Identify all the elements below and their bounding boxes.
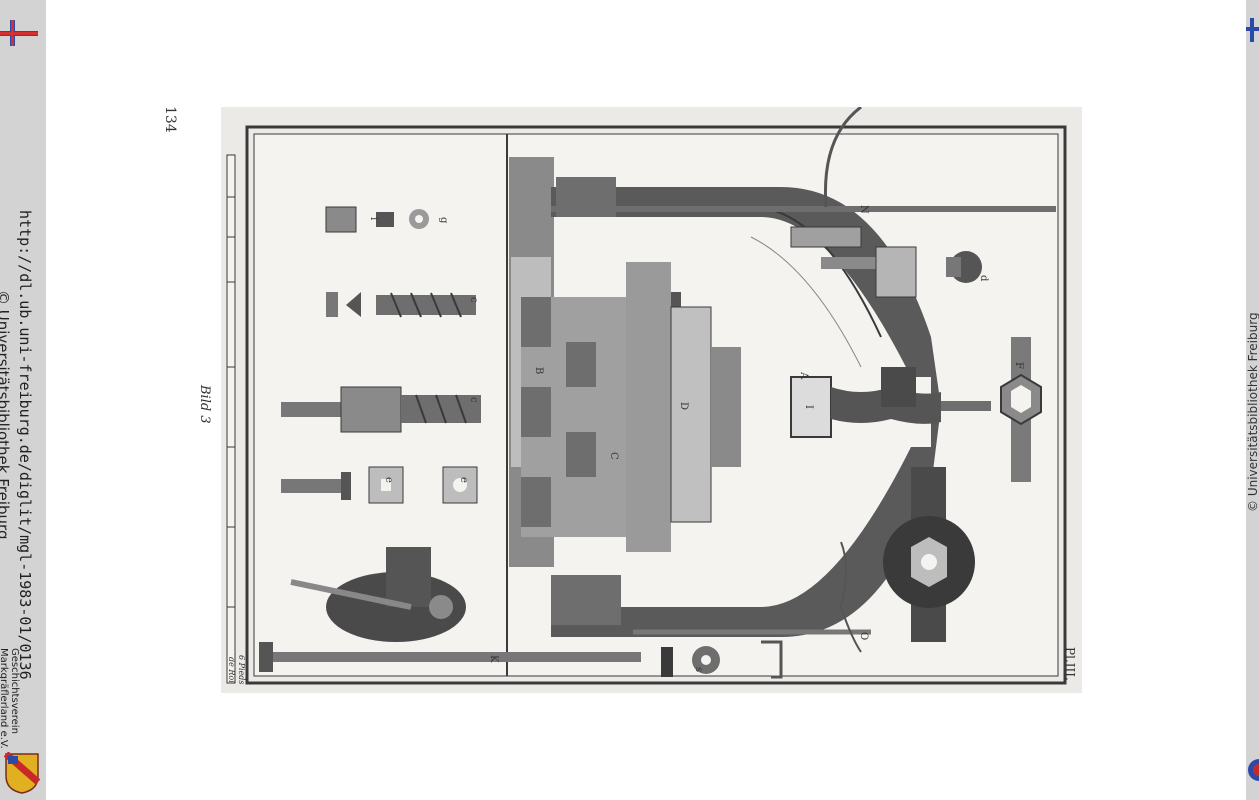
plate-letter: i xyxy=(368,217,379,220)
plate-letter: g xyxy=(438,217,449,224)
page-number: 134 xyxy=(162,106,178,133)
plate-letter: F xyxy=(1013,362,1024,369)
plate-letter: N xyxy=(858,205,869,214)
coat-of-arms-icon xyxy=(4,752,40,794)
plate-letter: e xyxy=(383,477,394,483)
plate-letter: d xyxy=(978,275,989,282)
left-margin-strip xyxy=(0,0,46,800)
right-margin-strip xyxy=(1246,0,1259,800)
flag-icon xyxy=(0,20,38,46)
plate-letter: C xyxy=(608,452,619,460)
plate-letter: I xyxy=(803,405,814,409)
society-line-2: Markgräflerland e.V. xyxy=(0,648,9,749)
right-copyright-notice: © Universitätsbibliothek Freiburg xyxy=(1246,312,1259,512)
figure-caption: Bild 3 xyxy=(197,385,212,424)
plate-letter: K xyxy=(488,655,499,663)
plate-letter: A xyxy=(798,371,809,380)
plate-letter: O xyxy=(858,632,869,640)
coat-of-arms-icon-right xyxy=(1248,759,1259,781)
plate-letter: B xyxy=(533,367,544,374)
plate-letter: D xyxy=(678,402,689,410)
scale-label-line-2: de Roi xyxy=(227,657,236,683)
plate-letter: e xyxy=(458,477,469,483)
plate-label: Pl.III. xyxy=(1063,647,1077,681)
plate-letter: s xyxy=(693,667,704,672)
document-url[interactable]: http://dl.ub.uni-freiburg.de/diglit/mgl-… xyxy=(16,210,34,680)
society-name: Geschichtsverein Markgräflerland e.V. xyxy=(0,648,20,749)
plate-letter: c xyxy=(468,297,479,303)
scale-label-line-1: 6 Pieds xyxy=(237,655,246,685)
engraving-plate: N A C B I D F d c c e e s O i g K Pl.III… xyxy=(221,107,1082,693)
flag-icon-right xyxy=(1246,18,1259,42)
plate-letter: c xyxy=(468,397,479,403)
copyright-notice: © Universitätsbibliothek Freiburg xyxy=(0,290,12,540)
engraving-illustration: N A C B I D F d c c e e s O i g K Pl.III… xyxy=(226,107,1077,685)
society-line-1: Geschichtsverein xyxy=(9,648,20,734)
